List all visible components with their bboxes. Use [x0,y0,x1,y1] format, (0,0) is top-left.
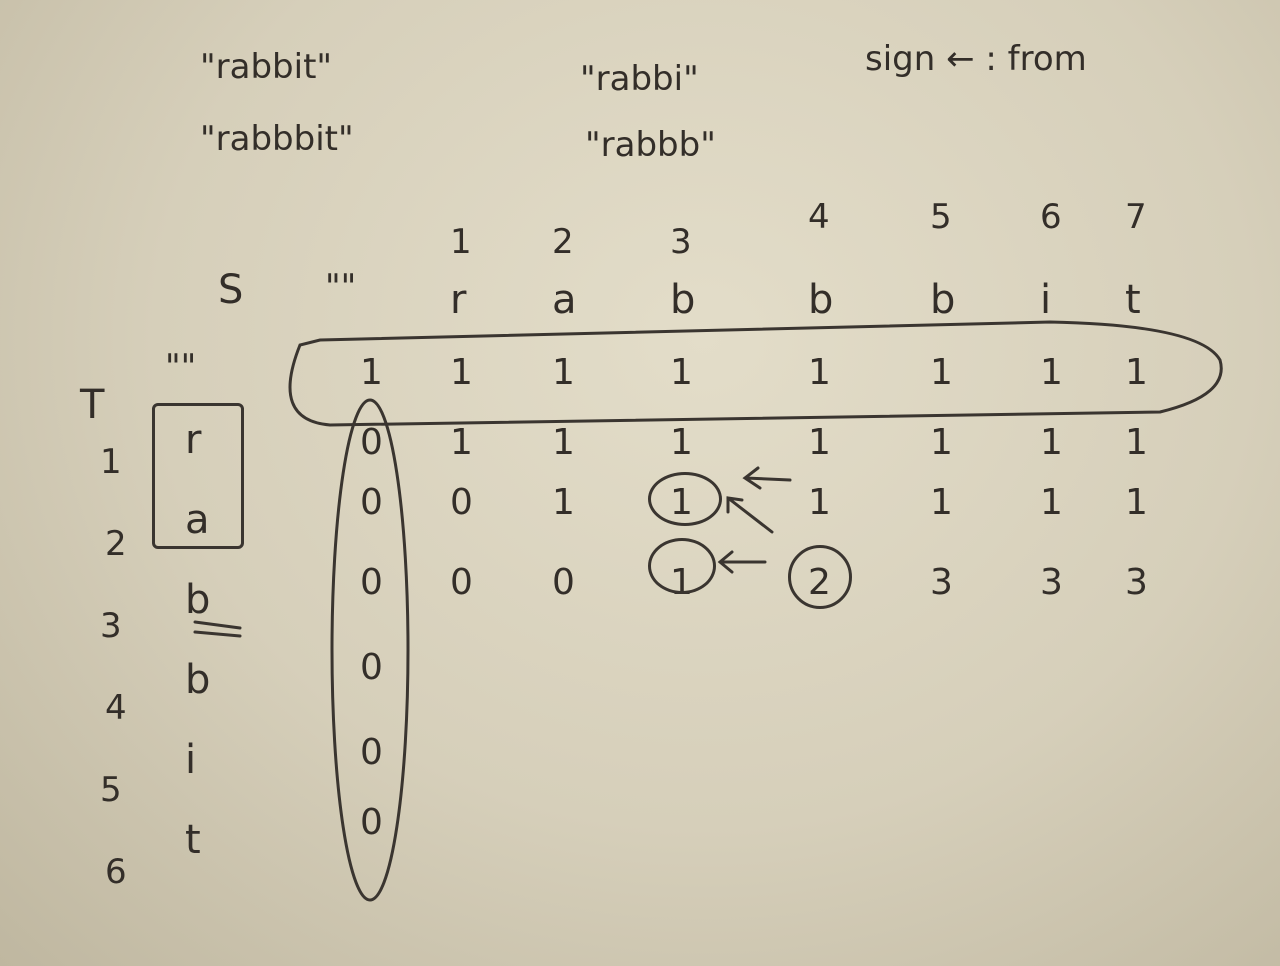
col-index: 4 [808,197,830,237]
arrow-left-icon [742,466,792,490]
row-index: 2 [105,524,127,564]
row-char: b [185,577,211,623]
row-ellipse [288,320,1223,427]
example-rabbi: "rabbi" [580,59,699,99]
table-cell: 1 [1125,482,1148,523]
row-index: 6 [105,852,127,892]
col-index: 7 [1125,197,1147,237]
arrow-diag-icon [726,496,774,534]
table-cell: 1 [808,352,831,393]
row-char: t [185,817,201,863]
table-cell: 0 [450,482,473,523]
table-cell: 1 [930,352,953,393]
example-rabbb: "rabbb" [585,125,716,165]
table-cell: 1 [450,352,473,393]
column-ellipse [330,398,410,902]
table-cell: 3 [1125,562,1148,603]
row-char: i [185,737,197,783]
table-cell: 0 [360,482,383,523]
table-cell: 0 [360,647,383,688]
table-cell: 1 [670,352,693,393]
col-char: i [1040,277,1052,323]
table-cell: 1 [1040,482,1063,523]
table-cell: 1 [930,422,953,463]
row-empty-label: "" [165,347,197,387]
legend-sign-from: sign ← : from [865,39,1087,79]
row-index: 5 [100,770,122,810]
col-char: b [670,277,696,323]
circle-mark [648,538,716,594]
underline-b [193,620,242,630]
table-cell: 0 [552,562,575,603]
col-index: 1 [450,222,472,262]
table-cell: 0 [360,732,383,773]
col-char: b [930,277,956,323]
table-cell: 0 [360,422,383,463]
example-rabbit: "rabbit" [200,47,333,87]
row-index: 1 [100,442,122,482]
table-cell: 1 [930,482,953,523]
table-cell: 1 [450,422,473,463]
table-cell: 0 [360,562,383,603]
table-cell: 0 [450,562,473,603]
row-char: a [185,497,210,543]
table-cell: 1 [552,422,575,463]
col-empty-label: "" [325,267,357,307]
table-cell: 1 [552,482,575,523]
table-cell: 0 [360,802,383,843]
table-cell: 1 [808,482,831,523]
example-rabbbit: "rabbbit" [200,119,354,159]
table-cell: 1 [552,352,575,393]
col-index: 2 [552,222,574,262]
row-char: b [185,657,211,703]
col-index: 6 [1040,197,1062,237]
table-cell: 3 [930,562,953,603]
circle-mark [788,545,852,609]
col-index: 5 [930,197,952,237]
row-index: 4 [105,688,127,728]
col-char: a [552,277,577,323]
col-char: r [450,277,467,323]
arrow-left-icon [717,550,767,574]
row-header-label: T [80,382,105,428]
table-cell: 1 [1040,422,1063,463]
box-ra [152,403,244,549]
col-header-label: S [218,267,244,313]
col-char: b [808,277,834,323]
table-cell: 1 [1125,352,1148,393]
table-cell: 3 [1040,562,1063,603]
table-cell: 1 [360,352,383,393]
underline-b [193,630,242,638]
table-cell: 1 [1040,352,1063,393]
col-index: 3 [670,222,692,262]
table-cell: 1 [670,422,693,463]
row-index: 3 [100,606,122,646]
circle-mark [648,472,722,526]
table-cell: 1 [1125,422,1148,463]
col-char: t [1125,277,1141,323]
row-char: r [185,417,202,463]
table-cell: 1 [808,422,831,463]
